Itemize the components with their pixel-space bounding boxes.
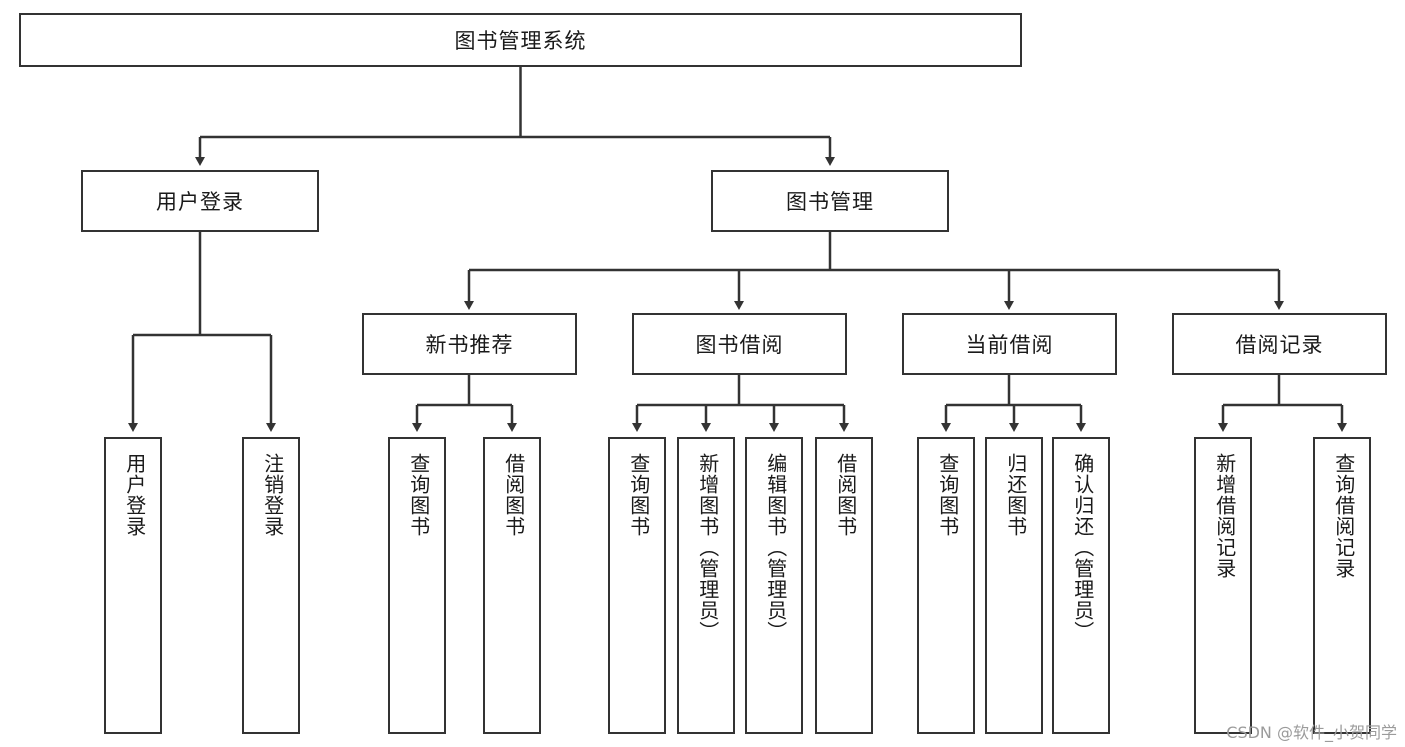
- node-label: 借阅图书: [833, 453, 856, 537]
- node-label: 注销登录: [260, 453, 283, 537]
- node-borrow-record[interactable]: 借阅记录: [1172, 313, 1387, 375]
- leaf-current-query-book[interactable]: 查询图书: [917, 437, 975, 734]
- leaf-borrow-edit-book[interactable]: 编辑图书（管理员）: [745, 437, 803, 734]
- node-label: 图书借阅: [695, 334, 784, 357]
- leaf-recommend-borrow-book[interactable]: 借阅图书: [483, 437, 541, 734]
- node-label: 新书推荐: [425, 334, 514, 357]
- node-label: 图书管理: [786, 191, 874, 214]
- node-book-management[interactable]: 图书管理: [711, 170, 949, 232]
- node-label: 当前借阅: [965, 334, 1054, 357]
- node-label: 查询图书: [935, 453, 958, 537]
- node-label: 借阅图书: [501, 453, 524, 537]
- watermark: CSDN @软件_小贺同学: [1226, 723, 1397, 742]
- leaf-record-query-record[interactable]: 查询借阅记录: [1313, 437, 1371, 734]
- node-label: 新增借阅记录: [1212, 453, 1235, 579]
- node-label: 确认归还（管理员）: [1070, 453, 1093, 642]
- leaf-borrow-borrow-book[interactable]: 借阅图书: [815, 437, 873, 734]
- leaf-user-login-login[interactable]: 用户登录: [104, 437, 162, 734]
- node-new-book-recommend[interactable]: 新书推荐: [362, 313, 577, 375]
- node-label: 查询图书: [406, 453, 429, 537]
- node-label: 归还图书: [1003, 453, 1026, 537]
- node-user-login[interactable]: 用户登录: [81, 170, 319, 232]
- node-root[interactable]: 图书管理系统: [19, 13, 1022, 67]
- leaf-recommend-query-book[interactable]: 查询图书: [388, 437, 446, 734]
- node-current-borrow[interactable]: 当前借阅: [902, 313, 1117, 375]
- node-label: 用户登录: [122, 453, 145, 537]
- node-label: 图书管理系统: [454, 30, 587, 53]
- node-label: 查询借阅记录: [1331, 453, 1354, 579]
- node-label: 查询图书: [626, 453, 649, 537]
- leaf-record-add-record[interactable]: 新增借阅记录: [1194, 437, 1252, 734]
- leaf-user-login-logout[interactable]: 注销登录: [242, 437, 300, 734]
- leaf-current-confirm-return[interactable]: 确认归还（管理员）: [1052, 437, 1110, 734]
- node-label: 新增图书（管理员）: [695, 453, 718, 642]
- node-label: 借阅记录: [1235, 334, 1324, 357]
- leaf-borrow-query-book[interactable]: 查询图书: [608, 437, 666, 734]
- leaf-current-return-book[interactable]: 归还图书: [985, 437, 1043, 734]
- node-label: 编辑图书（管理员）: [763, 453, 786, 642]
- node-book-borrow[interactable]: 图书借阅: [632, 313, 847, 375]
- leaf-borrow-add-book[interactable]: 新增图书（管理员）: [677, 437, 735, 734]
- node-label: 用户登录: [156, 191, 244, 214]
